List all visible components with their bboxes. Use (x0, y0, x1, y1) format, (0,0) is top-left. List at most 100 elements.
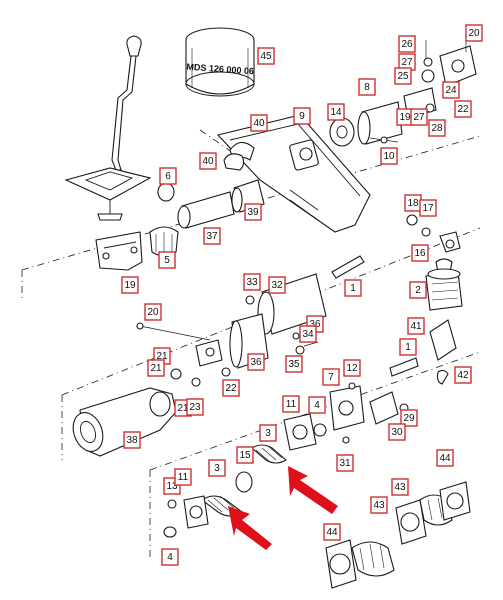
callout-31: 31 (336, 454, 354, 472)
callout-number: 20 (468, 28, 480, 39)
callout-number: 22 (457, 104, 469, 115)
callout-number: 13 (166, 481, 178, 492)
callout-number: 3 (214, 463, 220, 474)
callout-box (454, 100, 472, 118)
ring-marking-label: MDS 126 000 06 (186, 62, 254, 77)
callout-number: 11 (178, 472, 189, 483)
callout-number: 37 (206, 231, 218, 242)
callout-44: 44 (436, 449, 454, 467)
callout-37: 37 (203, 227, 221, 245)
callout-number: 34 (302, 329, 314, 340)
callout-number: 39 (247, 207, 259, 218)
callout-12: 12 (343, 359, 361, 377)
callout-number: 43 (373, 500, 385, 511)
callout-box (250, 114, 268, 132)
callout-box (268, 276, 286, 294)
callout-box (410, 108, 428, 126)
callout-box (370, 496, 388, 514)
callout-box (380, 147, 398, 165)
callout-box (123, 431, 141, 449)
callout-box (236, 446, 254, 464)
callout-3: 3 (208, 459, 226, 477)
callout-18: 18 (404, 194, 422, 212)
callout-number: 4 (314, 400, 320, 411)
callout-number: 36 (250, 357, 262, 368)
callout-box (147, 359, 165, 377)
callout-box (285, 355, 303, 373)
callout-22: 22 (222, 379, 240, 397)
callout-number: 27 (413, 112, 425, 123)
callout-number: 21 (150, 363, 162, 374)
callout-25: 25 (394, 67, 412, 85)
callout-15: 15 (236, 446, 254, 464)
callout-number: 44 (326, 527, 338, 538)
callout-box (323, 523, 341, 541)
callout-number: 19 (124, 280, 136, 291)
callout-number: 3 (265, 428, 271, 439)
callout-box (158, 251, 176, 269)
callout-number: 36 (309, 319, 321, 330)
callout-box (186, 398, 204, 416)
callout-box (322, 368, 340, 386)
callout-4: 4 (308, 396, 326, 414)
callout-11: 11 (174, 468, 192, 486)
callout-box (203, 227, 221, 245)
damper-parts-right (406, 214, 463, 311)
callout-box (465, 24, 483, 42)
callout-21: 21 (147, 359, 165, 377)
callout-number: 44 (439, 453, 451, 464)
callout-box (161, 548, 179, 566)
callout-box (174, 468, 192, 486)
callout-box (257, 47, 275, 65)
callout-43: 43 (370, 496, 388, 514)
callout-box (400, 409, 418, 427)
callout-1: 1 (344, 279, 362, 297)
callout-box (442, 81, 460, 99)
callout-number: 20 (147, 307, 159, 318)
callout-3: 3 (259, 424, 277, 442)
callout-5: 5 (158, 251, 176, 269)
callout-27: 27 (398, 53, 416, 71)
callout-40: 40 (199, 152, 217, 170)
callout-number: 31 (339, 458, 351, 469)
red-arrow-upper (288, 466, 338, 514)
callout-number: 12 (346, 363, 358, 374)
red-arrow-lower (228, 506, 272, 550)
callout-number: 23 (189, 402, 201, 413)
callout-number: 22 (225, 383, 237, 394)
shift-pin-parts (136, 322, 231, 387)
callout-number: 6 (165, 171, 171, 182)
callout-box (244, 203, 262, 221)
callout-box (454, 366, 472, 384)
callout-box (419, 199, 437, 217)
callout-number: 28 (431, 123, 443, 134)
callout-number: 17 (422, 203, 434, 214)
callout-number: 2 (415, 285, 421, 296)
callout-box (222, 379, 240, 397)
callout-number: 5 (164, 255, 170, 266)
callout-26: 26 (398, 35, 416, 53)
callout-39: 39 (244, 203, 262, 221)
callout-20: 20 (144, 303, 162, 321)
callout-box (308, 396, 326, 414)
callout-6: 6 (159, 167, 177, 185)
callout-number: 42 (457, 370, 469, 381)
callout-box (388, 423, 406, 441)
lower-boot-parts (163, 471, 253, 538)
mounting-plates-right (329, 369, 449, 444)
callout-number: 40 (202, 156, 214, 167)
callout-box (208, 459, 226, 477)
callout-22: 22 (454, 100, 472, 118)
callout-44: 44 (323, 523, 341, 541)
callout-box (336, 454, 354, 472)
callout-box (358, 78, 376, 96)
callout-34: 34 (299, 325, 317, 343)
callout-number: 27 (401, 57, 413, 68)
callout-38: 38 (123, 431, 141, 449)
callout-30: 30 (388, 423, 406, 441)
callout-9: 9 (293, 107, 311, 125)
callout-box (299, 325, 317, 343)
callout-29: 29 (400, 409, 418, 427)
callout-number: 7 (328, 372, 334, 383)
